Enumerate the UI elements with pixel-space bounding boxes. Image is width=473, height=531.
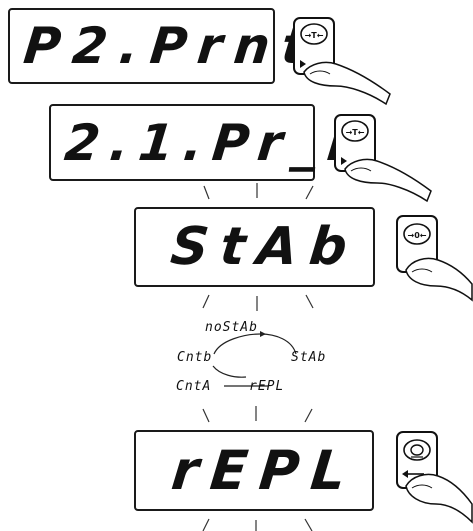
arrow-left-icon	[402, 470, 408, 478]
cycle-arrow-icon	[260, 331, 266, 337]
finger-icon	[344, 158, 432, 203]
tare-key-button[interactable]: →T←	[331, 113, 451, 205]
key-symbol: →T←	[305, 31, 324, 40]
display-text: StAb	[168, 217, 363, 277]
finger-icon	[405, 257, 473, 302]
option-label: StAb	[291, 350, 327, 365]
display-text: P2.Prnt	[20, 17, 321, 75]
key-symbol: →T←	[346, 128, 365, 137]
finger-icon	[303, 61, 391, 106]
option-label: rEPL	[249, 379, 285, 394]
display-2-1-pr-n: 2.1.Pr_n	[49, 104, 376, 181]
option-label: CntA	[176, 379, 212, 394]
options-cycle-oval	[212, 331, 297, 387]
tare-key-icon	[300, 23, 328, 45]
tare-key-button[interactable]: →T←	[290, 16, 410, 108]
display-text: 2.1.Pr_n	[61, 113, 376, 172]
display-repl: rEPL	[134, 430, 374, 511]
zero-key-button[interactable]: →0←	[394, 214, 473, 314]
zero-key-icon	[403, 223, 431, 245]
display-p2-prnt: P2.Prnt	[8, 8, 321, 84]
display-stab: StAb	[134, 207, 375, 287]
tare-key-icon	[341, 120, 369, 142]
option-label: Cntb	[177, 350, 213, 365]
enter-print-key-icon	[410, 444, 424, 456]
finger-icon	[405, 473, 473, 524]
key-symbol: →0←	[408, 231, 427, 240]
option-label: noStAb	[205, 320, 258, 335]
enter-print-key-button[interactable]	[394, 430, 473, 531]
display-text: rEPL	[169, 439, 362, 502]
